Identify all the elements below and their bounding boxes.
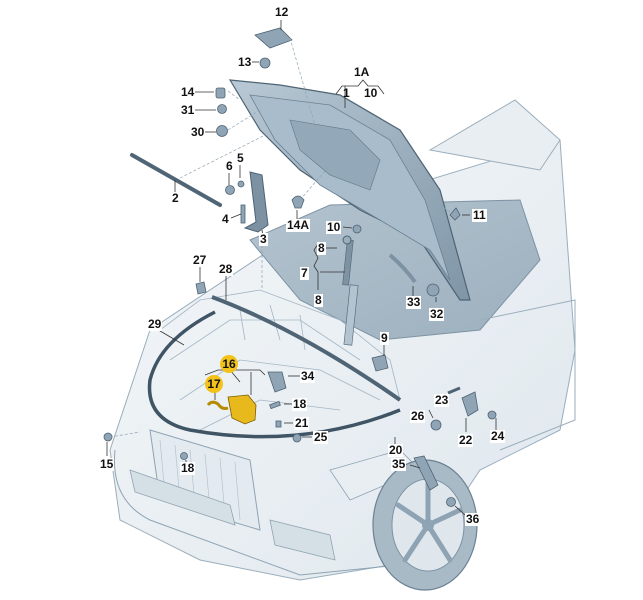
callout-20[interactable]: 20 bbox=[388, 443, 404, 457]
callout-23[interactable]: 23 bbox=[434, 393, 450, 407]
bonnet-lock bbox=[206, 394, 257, 425]
callout-10[interactable]: 10 bbox=[326, 220, 342, 234]
callout-16[interactable]: 16 bbox=[220, 355, 238, 373]
callout-12[interactable]: 12 bbox=[274, 5, 290, 19]
seal-strip-2 bbox=[130, 153, 222, 207]
assembly-lines bbox=[109, 37, 451, 438]
callout-36[interactable]: 36 bbox=[465, 512, 481, 526]
callout-32[interactable]: 32 bbox=[429, 307, 445, 321]
callout-11[interactable]: 11 bbox=[472, 208, 487, 222]
small-parts bbox=[103, 27, 497, 507]
callout-14A[interactable]: 14A bbox=[286, 218, 311, 232]
callout-9[interactable]: 9 bbox=[380, 331, 389, 345]
callout-5[interactable]: 5 bbox=[236, 151, 245, 165]
callout-27[interactable]: 27 bbox=[192, 253, 208, 267]
callout-3[interactable]: 3 bbox=[259, 232, 268, 246]
callout-14[interactable]: 14 bbox=[180, 85, 196, 99]
hinge bbox=[243, 171, 269, 233]
callout-18-bay[interactable]: 18 bbox=[292, 397, 308, 411]
seal-28 bbox=[211, 295, 402, 402]
callout-25[interactable]: 25 bbox=[313, 430, 329, 444]
callout-1[interactable]: 1 bbox=[343, 86, 350, 100]
callout-30[interactable]: 30 bbox=[190, 125, 206, 139]
callout-2[interactable]: 2 bbox=[171, 191, 180, 205]
callout-8-upper[interactable]: 8 bbox=[317, 241, 326, 255]
callout-31[interactable]: 31 bbox=[180, 103, 196, 117]
callout-6[interactable]: 6 bbox=[225, 159, 234, 173]
wheel bbox=[372, 459, 478, 591]
callout-13[interactable]: 13 bbox=[237, 55, 253, 69]
callout-34[interactable]: 34 bbox=[300, 369, 316, 383]
callout-24[interactable]: 24 bbox=[490, 429, 506, 443]
callout-15[interactable]: 15 bbox=[99, 457, 115, 471]
callout-4[interactable]: 4 bbox=[221, 212, 230, 226]
callout-28[interactable]: 28 bbox=[218, 262, 234, 276]
gas-strut bbox=[342, 235, 359, 346]
callout-1A[interactable]: 1A bbox=[354, 65, 370, 79]
callout-35[interactable]: 35 bbox=[391, 457, 407, 471]
callout-33[interactable]: 33 bbox=[406, 295, 422, 309]
bonnet bbox=[228, 79, 471, 301]
callout-18-front[interactable]: 18 bbox=[180, 461, 196, 475]
callout-10-group[interactable]: 10 bbox=[364, 86, 378, 100]
callout-29[interactable]: 29 bbox=[147, 317, 163, 331]
callout-22[interactable]: 22 bbox=[458, 433, 474, 447]
callout-21[interactable]: 21 bbox=[294, 416, 310, 430]
callout-7[interactable]: 7 bbox=[300, 266, 309, 280]
callout-26[interactable]: 26 bbox=[410, 409, 426, 423]
callout-17[interactable]: 17 bbox=[205, 375, 223, 393]
callout-8-lower[interactable]: 8 bbox=[314, 293, 323, 307]
